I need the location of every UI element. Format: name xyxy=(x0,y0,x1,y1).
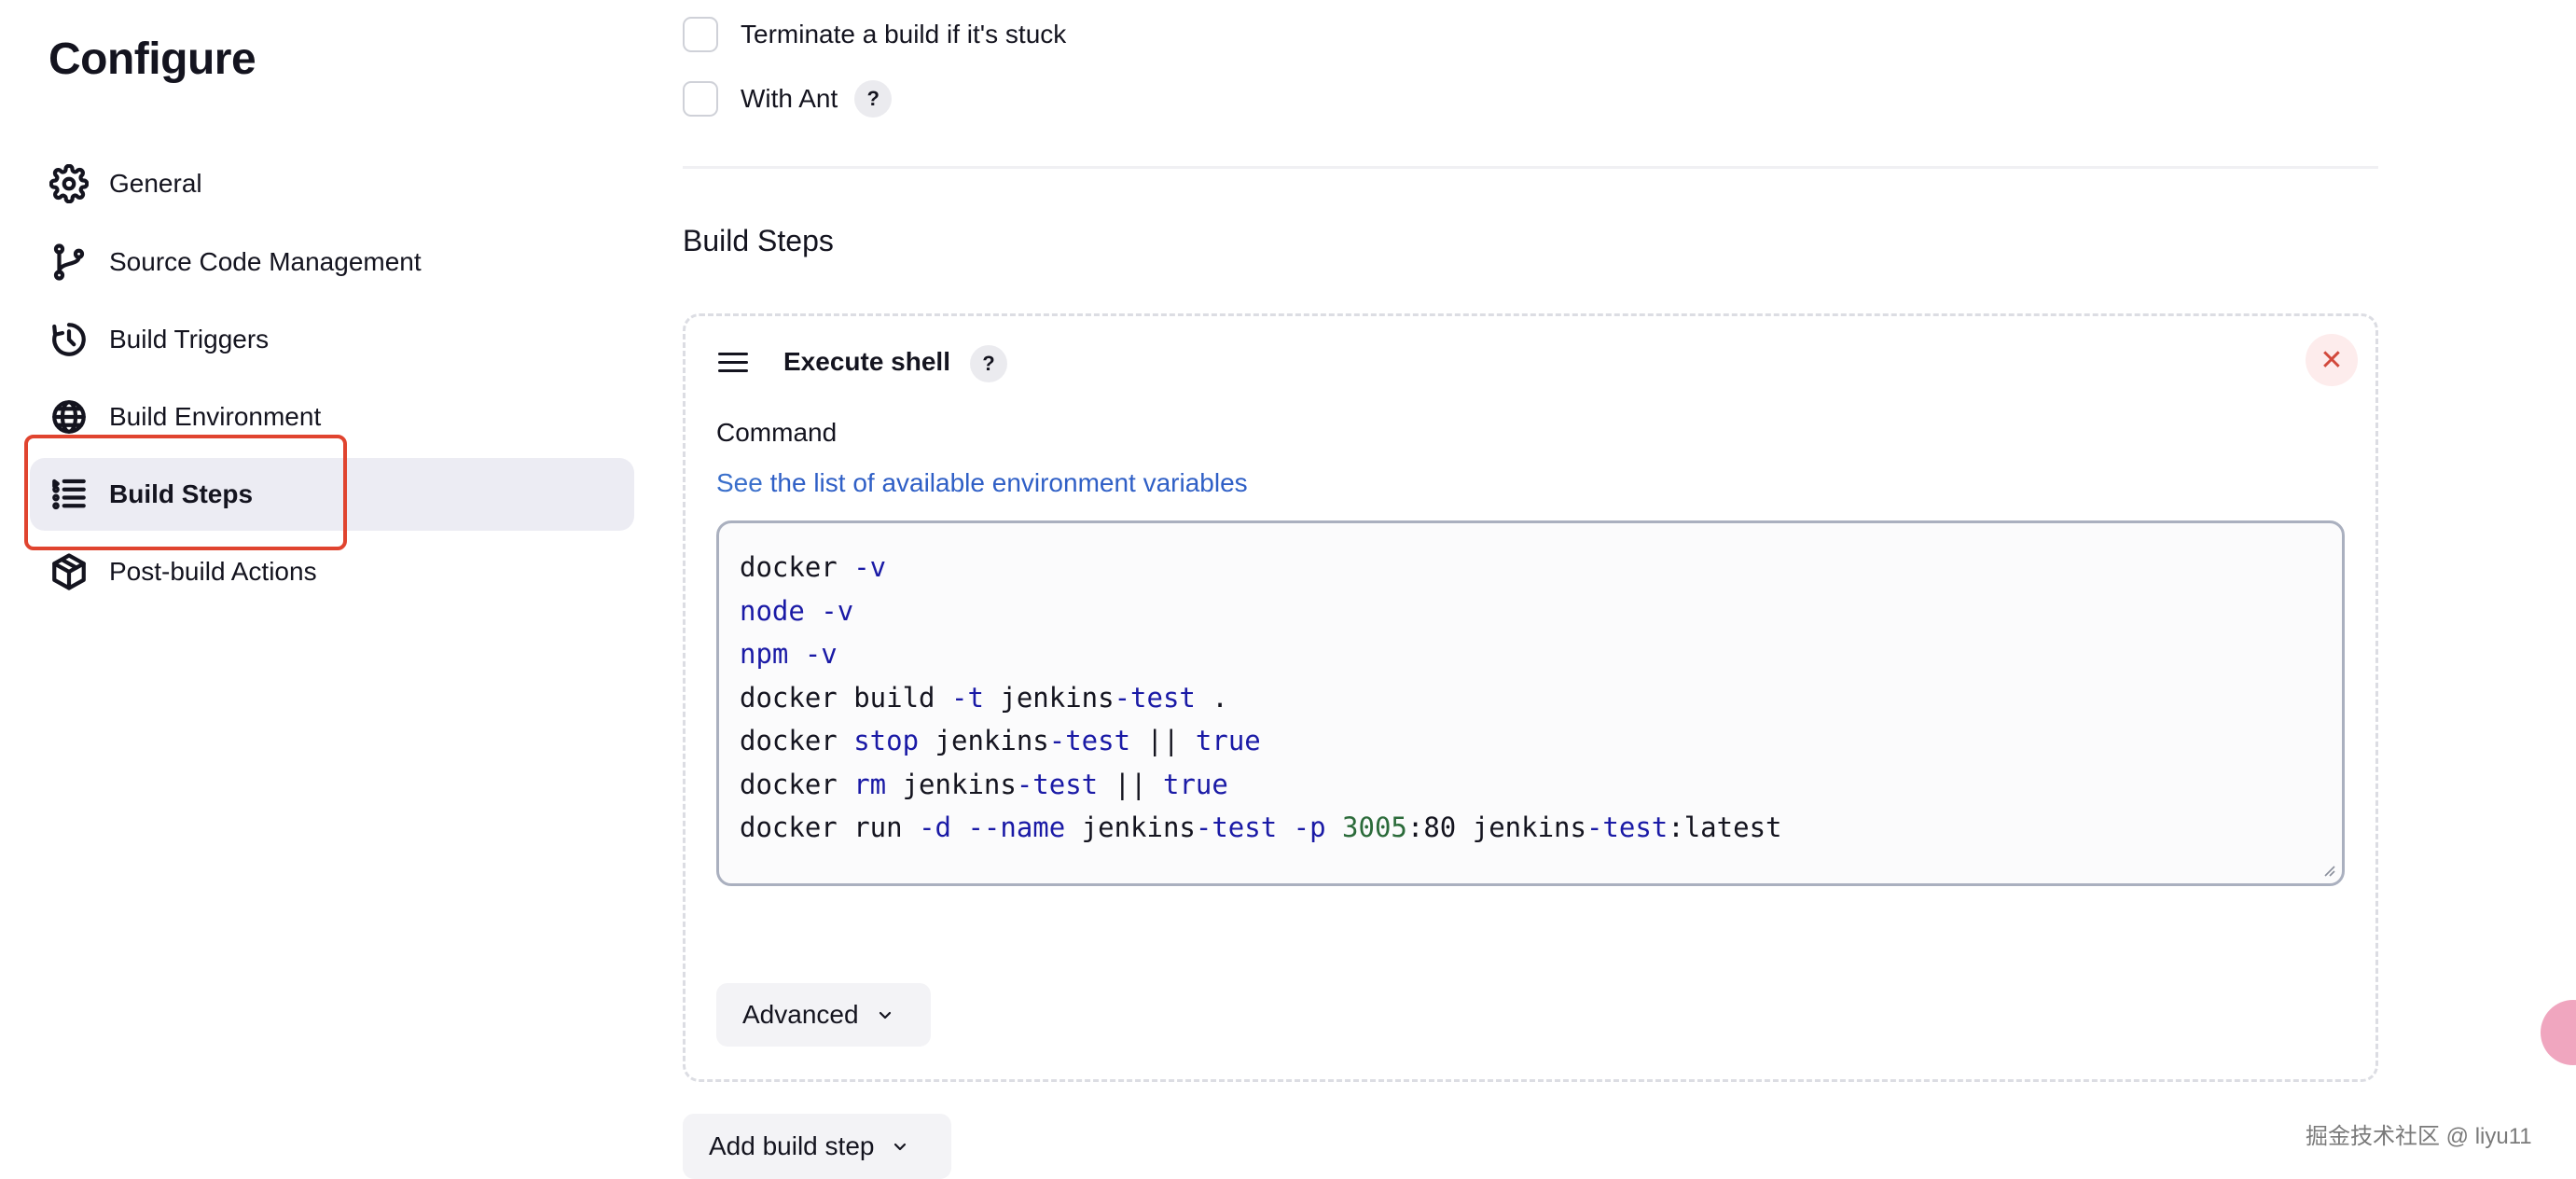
sidebar-item-label: General xyxy=(109,169,202,198)
globe-icon xyxy=(48,396,90,437)
sidebar-item-label: Post-build Actions xyxy=(109,557,317,586)
sidebar-item-label: Build Triggers xyxy=(109,325,270,354)
env-hint: See the list of available environment va… xyxy=(716,468,1248,498)
list-icon xyxy=(48,474,90,515)
with-ant-help-button[interactable]: ? xyxy=(854,80,893,118)
chevron-down-icon xyxy=(879,1011,891,1019)
package-icon xyxy=(48,551,90,592)
with-ant-label: With Ant xyxy=(741,84,838,113)
advanced-label: Advanced xyxy=(742,1000,859,1029)
page-title: Configure xyxy=(48,35,256,84)
add-build-step-button[interactable]: Add build step xyxy=(683,1114,951,1179)
terminate-stuck-label: Terminate a build if it's stuck xyxy=(741,20,1067,49)
sidebar-item-general[interactable]: General xyxy=(30,147,634,220)
sidebar-item-label: Build Environment xyxy=(109,402,322,431)
sidebar-item-build-triggers[interactable]: Build Triggers xyxy=(30,303,634,376)
resize-grip-icon[interactable] xyxy=(2321,863,2336,878)
code-line: docker stop jenkins-test || true xyxy=(740,725,1261,756)
clock-icon xyxy=(48,319,90,360)
sidebar-item-post-build-actions[interactable]: Post-build Actions xyxy=(30,535,634,608)
env-hint-prefix: See xyxy=(716,468,770,497)
branch-icon xyxy=(48,242,90,283)
sidebar-item-build-environment[interactable]: Build Environment xyxy=(30,381,634,453)
sidebar-item-build-steps[interactable]: Build Steps xyxy=(30,458,634,531)
build-step-card xyxy=(683,313,2378,1082)
env-variables-link[interactable]: the list of available environment variab… xyxy=(769,468,1248,497)
chevron-down-icon xyxy=(894,1143,907,1151)
watermark: 掘金技术社区 @ liyu11 xyxy=(2306,1124,2532,1149)
add-build-step-label: Add build step xyxy=(709,1131,875,1160)
gear-icon xyxy=(48,163,90,204)
with-ant-option[interactable]: With Ant ? xyxy=(683,80,893,118)
code-line: docker rm jenkins-test || true xyxy=(740,768,1228,800)
command-textarea[interactable]: docker -v node -v npm -v docker build -t je… xyxy=(716,520,2345,886)
command-label: Command xyxy=(716,418,838,447)
close-icon: ✕ xyxy=(2320,344,2344,376)
highlight-annotation xyxy=(24,435,347,550)
section-divider xyxy=(683,166,2378,169)
code-line: docker build -t jenkins-test . xyxy=(740,681,1228,714)
terminate-stuck-option[interactable]: Terminate a build if it's stuck xyxy=(683,17,1066,52)
code-line: npm -v xyxy=(740,638,838,670)
sidebar-item-source-code-management[interactable]: Source Code Management xyxy=(30,226,634,298)
code-line: node -v xyxy=(740,594,854,627)
code-line: docker run -d --name jenkins-test -p 300… xyxy=(740,811,1782,843)
section-heading: Build Steps xyxy=(683,224,834,257)
advanced-button[interactable]: Advanced xyxy=(716,983,931,1047)
sidebar-item-label: Source Code Management xyxy=(109,247,422,276)
terminate-stuck-checkbox[interactable] xyxy=(683,17,718,52)
sidebar-item-label: Build Steps xyxy=(109,479,254,508)
remove-step-button[interactable]: ✕ xyxy=(2306,334,2358,386)
step-title: Execute shell xyxy=(783,347,950,376)
step-help-button[interactable]: ? xyxy=(970,345,1007,382)
code-line: docker -v xyxy=(740,551,887,583)
with-ant-checkbox[interactable] xyxy=(683,81,718,117)
floating-widget[interactable] xyxy=(2541,1000,2576,1065)
drag-handle-icon[interactable] xyxy=(718,353,748,375)
